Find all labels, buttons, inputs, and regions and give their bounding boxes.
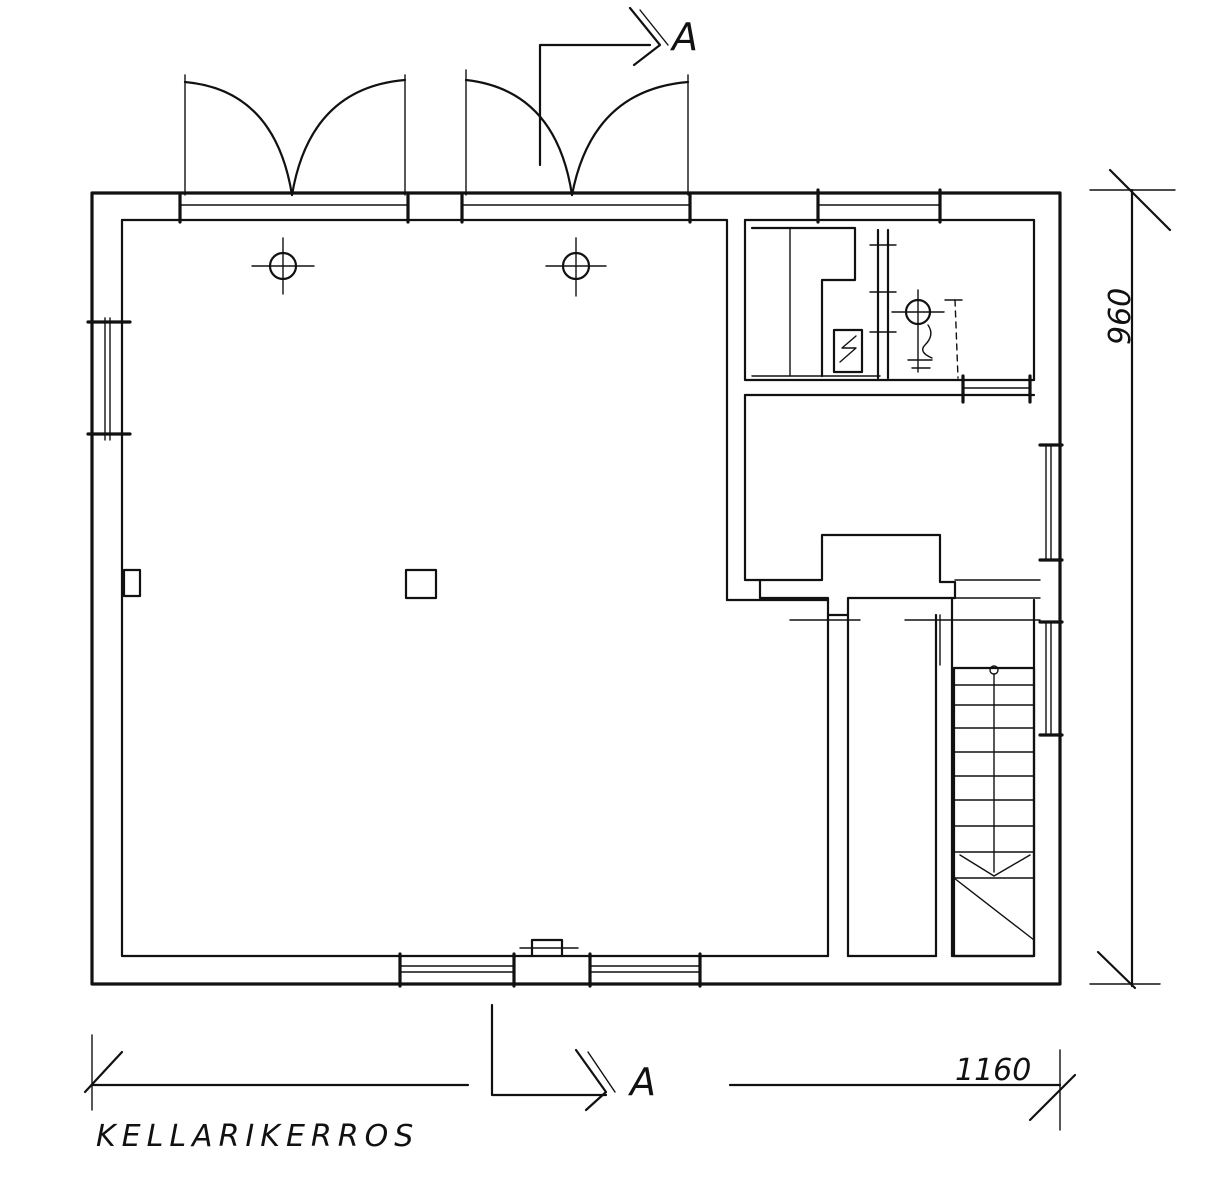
section-label-bottom: A [627, 1060, 656, 1104]
dimension-horizontal [83, 1034, 1077, 1131]
dimension-width-label: 1160 [955, 1053, 1031, 1088]
stair-corridor [725, 579, 1064, 958]
dimension-height-label: 960 [1103, 288, 1138, 345]
fireplace-hatched [758, 533, 957, 617]
ceiling-lamp-left-icon [251, 237, 315, 295]
section-marker-bottom [490, 1003, 616, 1112]
dimension-vertical [1089, 168, 1176, 990]
bottom-windows [398, 938, 702, 988]
floor-drain-left [122, 568, 142, 598]
left-wall-window [86, 317, 132, 441]
ceiling-lamp-right-icon [545, 237, 607, 297]
upper-right-room [743, 188, 1036, 382]
staircase [952, 665, 1036, 958]
section-label-top: A [669, 15, 698, 59]
column-center [404, 568, 438, 600]
section-marker-top [538, 6, 669, 167]
middle-right-room [743, 374, 1064, 582]
top-glass-doors [178, 69, 692, 224]
plan-title: KELLARIKERROS [96, 1119, 419, 1154]
